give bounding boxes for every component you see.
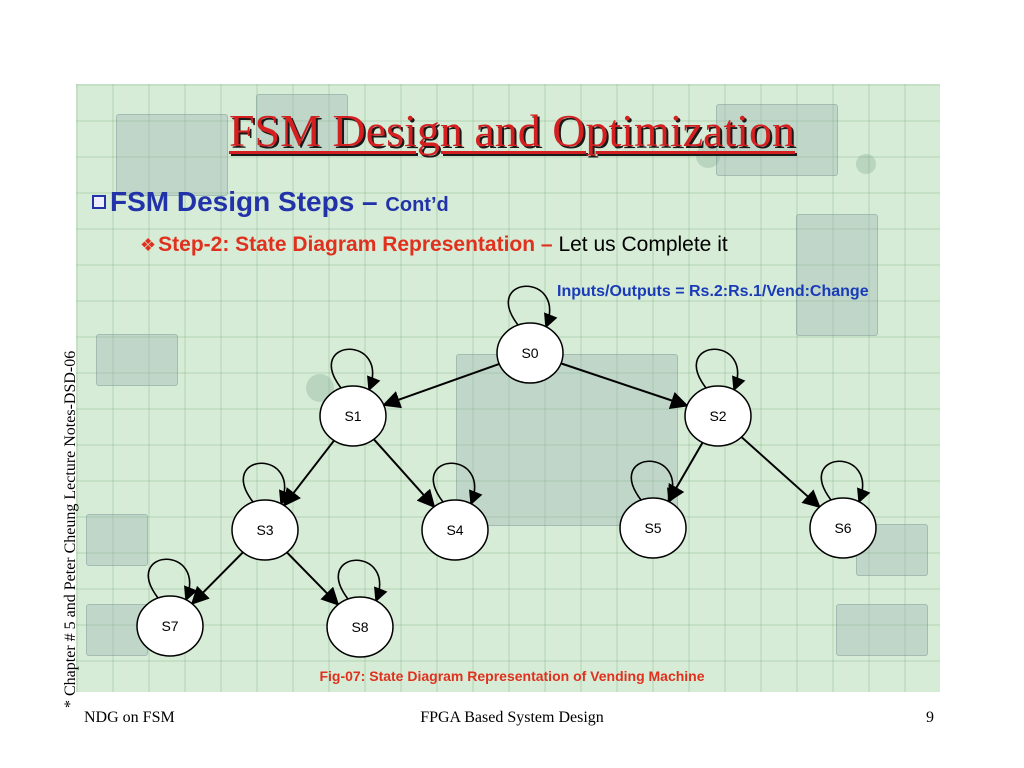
- footer-page-number: 9: [926, 709, 934, 726]
- bullet-1-main: FSM Design Steps: [110, 186, 355, 217]
- transition-s3-s8: [286, 551, 340, 606]
- transition-s2-s5: [667, 442, 704, 504]
- transition-s2-s6: [740, 436, 821, 509]
- state-circle-s4: [421, 499, 489, 561]
- checkbox-bullet-icon: [92, 195, 106, 209]
- state-node-s4: S4: [421, 499, 489, 561]
- state-label-s4: S4: [446, 522, 463, 538]
- self-loop-s3: [242, 462, 293, 506]
- self-loop-s5: [630, 460, 681, 504]
- self-loop-s6: [820, 460, 871, 504]
- bullet-2-dash: –: [535, 233, 559, 256]
- state-circle-s0: [496, 322, 564, 384]
- bullet-1-sub: Cont’d: [385, 194, 449, 216]
- bullet-2-plain: Let us Complete it: [558, 233, 728, 256]
- transition-s1-s4: [373, 438, 436, 509]
- state-circle-s6: [809, 497, 877, 559]
- transition-s0-s2: [560, 362, 689, 410]
- state-node-s2: S2: [684, 385, 752, 447]
- state-circle-s8: [326, 596, 394, 658]
- self-loop-s2: [695, 348, 746, 392]
- state-label-s6: S6: [834, 520, 851, 536]
- state-label-s3: S3: [256, 522, 273, 538]
- state-label-s2: S2: [709, 408, 726, 424]
- circuit-board-background: [76, 84, 940, 692]
- transition-s1-s3: [282, 439, 335, 507]
- state-node-s3: S3: [231, 499, 299, 561]
- bullet-fsm-design-steps: FSM Design Steps – Cont’d: [92, 186, 449, 218]
- state-circle-s3: [231, 499, 299, 561]
- bullet-step-2: ❖Step-2: State Diagram Representation – …: [140, 233, 728, 257]
- state-circle-s2: [684, 385, 752, 447]
- slide-title: FSM Design and Optimization: [228, 105, 796, 156]
- state-label-s7: S7: [161, 618, 178, 634]
- state-circle-s5: [619, 497, 687, 559]
- state-label-s5: S5: [644, 520, 661, 536]
- state-node-s6: S6: [809, 497, 877, 559]
- footer-left: NDG on FSM: [84, 709, 175, 726]
- figure-caption: Fig-07: State Diagram Representation of …: [319, 668, 705, 684]
- diamond-bullet-icon: ❖: [140, 235, 157, 255]
- state-label-s0: S0: [521, 345, 538, 361]
- self-loop-s4: [432, 462, 483, 506]
- self-loop-s1: [330, 348, 381, 392]
- state-node-s1: S1: [319, 385, 387, 447]
- state-node-s7: S7: [136, 595, 204, 657]
- state-label-s1: S1: [344, 408, 361, 424]
- self-loop-s7: [147, 558, 198, 602]
- transition-s3-s7: [190, 551, 244, 605]
- state-node-s8: S8: [326, 596, 394, 658]
- state-node-s0: S0: [496, 322, 564, 384]
- self-loop-s0: [507, 285, 558, 329]
- footer-center: FPGA Based System Design: [420, 709, 604, 726]
- state-label-s8: S8: [351, 619, 368, 635]
- bullet-1-dash: –: [354, 186, 386, 217]
- state-node-s5: S5: [619, 497, 687, 559]
- self-loop-s8: [337, 559, 388, 603]
- transition-s0-s1: [382, 362, 500, 409]
- state-circle-s7: [136, 595, 204, 657]
- io-legend-label: Inputs/Outputs = Rs.2:Rs.1/Vend:Change: [557, 283, 869, 300]
- state-circle-s1: [319, 385, 387, 447]
- bullet-2-bold: Step-2: State Diagram Representation: [158, 233, 536, 256]
